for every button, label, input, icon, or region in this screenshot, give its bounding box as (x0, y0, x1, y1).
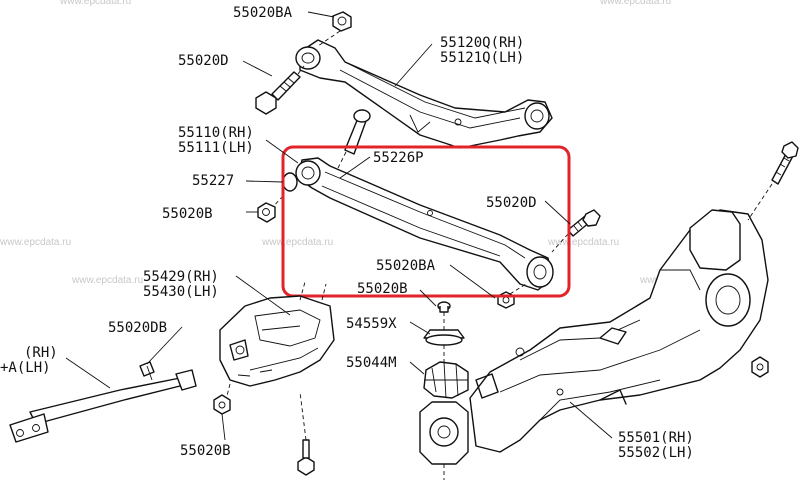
spring-seat-stack (419, 301, 469, 480)
part-label-55227: 55227 (192, 173, 234, 189)
bolt-icon (255, 65, 305, 115)
part-label-55020b: 55020B (180, 443, 231, 459)
part-label-55120q: 55120Q(RH) (440, 35, 524, 51)
nut-icon (751, 356, 769, 378)
part-label-55020ba: 55020BA (376, 258, 436, 274)
part-label-55429: 55429(RH) (143, 269, 219, 285)
rear-subframe (469, 209, 769, 453)
part-label-lh: +A(LH) (0, 360, 51, 376)
part-label-55502: 55502(LH) (618, 445, 694, 461)
knuckle-bracket (219, 281, 335, 401)
part-label-55110: 55110(RH) (178, 125, 254, 141)
watermark: www.epcdata.ru (71, 275, 143, 286)
part-label-55020d: 55020D (178, 53, 229, 69)
part-label-55020d: 55020D (486, 195, 537, 211)
part-labels: 55020BA 55120Q(RH) 55121Q(LH) 55020D 551… (0, 5, 694, 461)
part-label-54559x: 54559X (346, 316, 397, 332)
watermark: www.epcdata.ru (599, 0, 671, 7)
nut-icon (213, 394, 231, 415)
nut-icon (257, 202, 276, 223)
watermark: www.epcdata.ru (59, 0, 131, 7)
part-label-55121q: 55121Q(LH) (440, 50, 524, 66)
part-label-55430: 55430(LH) (143, 284, 219, 300)
bolt-icon (297, 391, 315, 476)
part-label-55020ba: 55020BA (233, 5, 293, 21)
bolt-icon (747, 141, 799, 221)
part-label-55501: 55501(RH) (618, 430, 694, 446)
lower-link-arm (269, 157, 554, 291)
nut-icon (317, 11, 352, 47)
leader-lines (65, 11, 613, 441)
bolt-icon (335, 109, 371, 173)
part-label-55044m: 55044M (346, 355, 397, 371)
part-label-55020b: 55020B (162, 206, 213, 222)
part-label-55111: 55111(LH) (178, 140, 254, 156)
part-label-55020db: 55020DB (108, 320, 167, 336)
part-label-55226p: 55226P (373, 150, 424, 166)
stabilizer-bar (9, 361, 197, 443)
watermark: www.epcdata.ru (547, 237, 619, 248)
upper-control-arm (295, 39, 553, 149)
watermark: www.epcdata.ru (0, 237, 71, 248)
part-label-rh: (RH) (24, 345, 58, 361)
bolt-icon (551, 209, 601, 253)
watermark: www.epcdata.ru (261, 237, 333, 248)
part-label-55020b: 55020B (357, 281, 408, 297)
